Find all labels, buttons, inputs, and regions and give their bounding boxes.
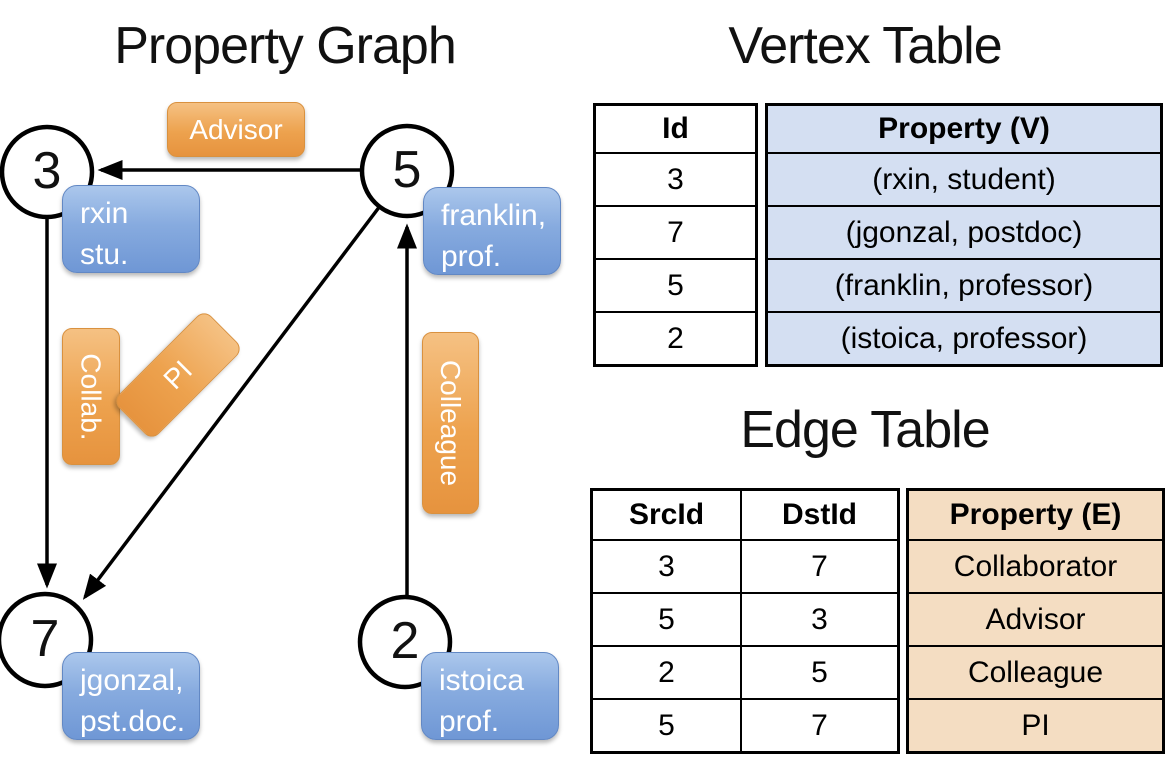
vertex-prop-2-line2: prof.: [439, 704, 500, 738]
table-row: 5 3: [590, 592, 900, 647]
table-row: Collaborator: [906, 539, 1165, 594]
table-row: 7: [593, 205, 758, 260]
vertex-row-id: 5: [593, 258, 758, 313]
edge-label-pi-text: PI: [157, 354, 198, 395]
table-row: 5: [593, 258, 758, 313]
edge-table-title: Edge Table: [740, 401, 990, 459]
vertex-row-property: (jgonzal, postdoc): [765, 205, 1163, 260]
vertex-table-id-column: Id 3 7 5 2: [593, 103, 758, 367]
vertex-property-header: Property (V): [765, 103, 1163, 154]
edge-row-property: Advisor: [906, 592, 1165, 647]
vertex-id-header: Id: [593, 103, 758, 154]
vertex-id-5: 5: [392, 140, 422, 199]
vertex-prop-box-3: rxin stu.: [62, 185, 200, 273]
property-graph-canvas: [0, 123, 455, 690]
vertex-id-7: 7: [30, 609, 60, 668]
edge-row-property: Colleague: [906, 645, 1165, 700]
table-row: 2 5: [590, 645, 900, 700]
property-graph-title: Property Graph: [114, 17, 457, 75]
edge-label-advisor: Advisor: [167, 102, 305, 157]
edge-row-dst: 5: [740, 645, 900, 700]
edge-row-dst: 7: [740, 698, 900, 754]
vertex-id-3: 3: [32, 141, 62, 200]
table-row: (rxin, student): [765, 152, 1163, 207]
vertex-prop-3-line1: rxin: [80, 197, 129, 230]
table-row: 3: [593, 152, 758, 207]
vertex-row-id: 2: [593, 311, 758, 367]
edge-row-src: 5: [590, 592, 742, 647]
vertex-row-property: (franklin, professor): [765, 258, 1163, 313]
edge-src-header: SrcId: [590, 488, 742, 541]
edge-property-header: Property (E): [906, 488, 1165, 541]
vertex-prop-3-line2: stu.: [80, 237, 129, 271]
vertex-row-id: 7: [593, 205, 758, 260]
vertex-table-title: Vertex Table: [728, 17, 1002, 75]
edge-label-colleague-text: Colleague: [435, 359, 467, 487]
table-row: Colleague: [906, 645, 1165, 700]
edge-row-src: 2: [590, 645, 742, 700]
edge-label-collab-text: Collab.: [76, 352, 108, 441]
vertex-prop-7-line1: jgonzal,: [80, 664, 184, 697]
vertex-prop-box-7: jgonzal, pst.doc.: [62, 652, 200, 740]
table-row: (franklin, professor): [765, 258, 1163, 313]
vertex-prop-5-line1: franklin,: [441, 199, 547, 232]
table-row: (istoica, professor): [765, 311, 1163, 367]
vertex-row-id: 3: [593, 152, 758, 207]
table-row: (jgonzal, postdoc): [765, 205, 1163, 260]
table-row: 3 7: [590, 539, 900, 594]
vertex-prop-7-line2: pst.doc.: [80, 704, 186, 738]
edge-label-advisor-text: Advisor: [189, 113, 283, 145]
edge-table-id-columns: SrcId DstId 3 7 5 3 2 5 5 7: [590, 488, 900, 754]
table-row: 5 7: [590, 698, 900, 754]
vertex-id-2: 2: [390, 611, 420, 670]
edge-table-property-column: Property (E) Collaborator Advisor Collea…: [906, 488, 1165, 754]
vertex-table-property-column: Property (V) (rxin, student) (jgonzal, p…: [765, 103, 1163, 367]
table-row: 2: [593, 311, 758, 367]
edge-row-dst: 7: [740, 539, 900, 594]
edge-row-src: 3: [590, 539, 742, 594]
vertex-prop-box-5: franklin, prof.: [423, 187, 561, 275]
edge-label-colleague: Colleague: [422, 332, 479, 514]
vertex-row-property: (istoica, professor): [765, 311, 1163, 367]
table-row: Advisor: [906, 592, 1165, 647]
vertex-row-property: (rxin, student): [765, 152, 1163, 207]
edge-row-src: 5: [590, 698, 742, 754]
edge-row-dst: 3: [740, 592, 900, 647]
edge-row-property: Collaborator: [906, 539, 1165, 594]
table-row: PI: [906, 698, 1165, 754]
edge-dst-header: DstId: [740, 488, 900, 541]
vertex-prop-2-line1: istoica: [439, 664, 525, 697]
vertex-prop-box-2: istoica prof.: [421, 652, 559, 740]
edge-row-property: PI: [906, 698, 1165, 754]
edge-label-collab: Collab.: [62, 328, 120, 465]
vertex-prop-5-line2: prof.: [441, 239, 502, 273]
edge-pi-5-to-7: [82, 204, 382, 600]
